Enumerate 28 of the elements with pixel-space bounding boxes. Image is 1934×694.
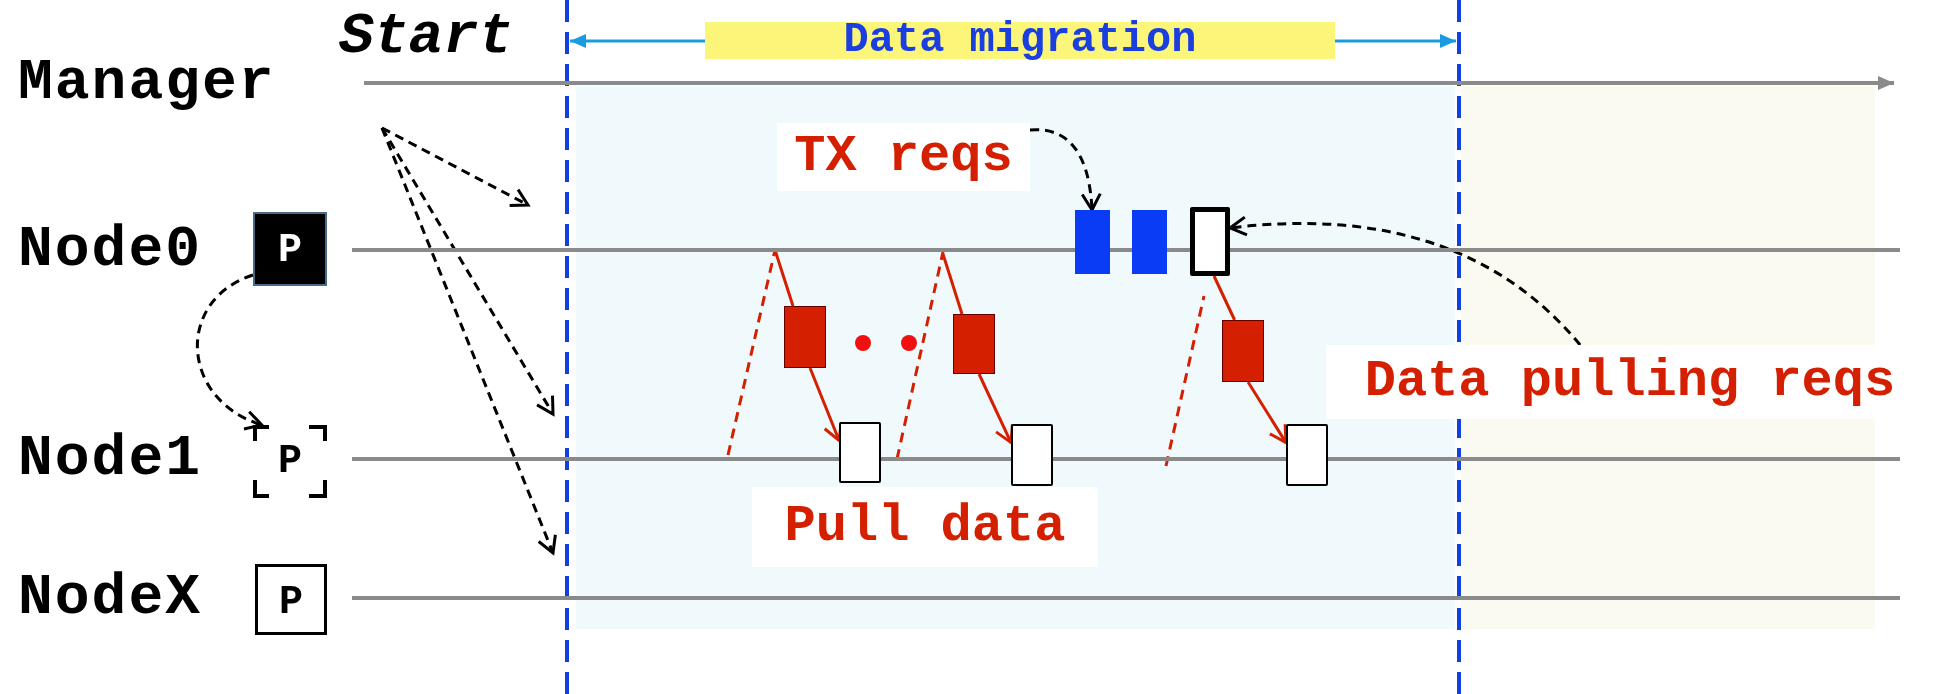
pull-request-bar (953, 314, 995, 374)
arrow (196, 273, 264, 429)
lane-label: Node0 (18, 220, 203, 280)
start-label: Start (339, 8, 514, 66)
connector-line (1212, 275, 1236, 321)
callout-text: Pull data (752, 487, 1098, 567)
arrow (1228, 216, 1582, 346)
lane-label: NodeX (18, 568, 203, 628)
arrow (1246, 381, 1288, 445)
callout-text: TX reqs (777, 123, 1030, 191)
request-bar (1075, 210, 1110, 274)
request-bar (1132, 210, 1167, 274)
pending-request-box (1190, 207, 1230, 276)
arrow (380, 127, 557, 555)
data-box (1011, 424, 1053, 486)
lane-label: Manager (18, 53, 276, 113)
arrow (1029, 128, 1102, 212)
pull-request-bar (1222, 320, 1264, 382)
arrow (381, 126, 530, 207)
lane-label: Node1 (18, 429, 203, 489)
process-box: P (255, 564, 327, 635)
process-box: P (253, 212, 327, 286)
data-box (839, 422, 881, 483)
process-box: P (253, 425, 327, 498)
arrow (977, 373, 1014, 445)
data-box (1286, 424, 1328, 486)
pull-request-bar (784, 306, 826, 368)
dimension-label: Data migration (705, 22, 1335, 59)
